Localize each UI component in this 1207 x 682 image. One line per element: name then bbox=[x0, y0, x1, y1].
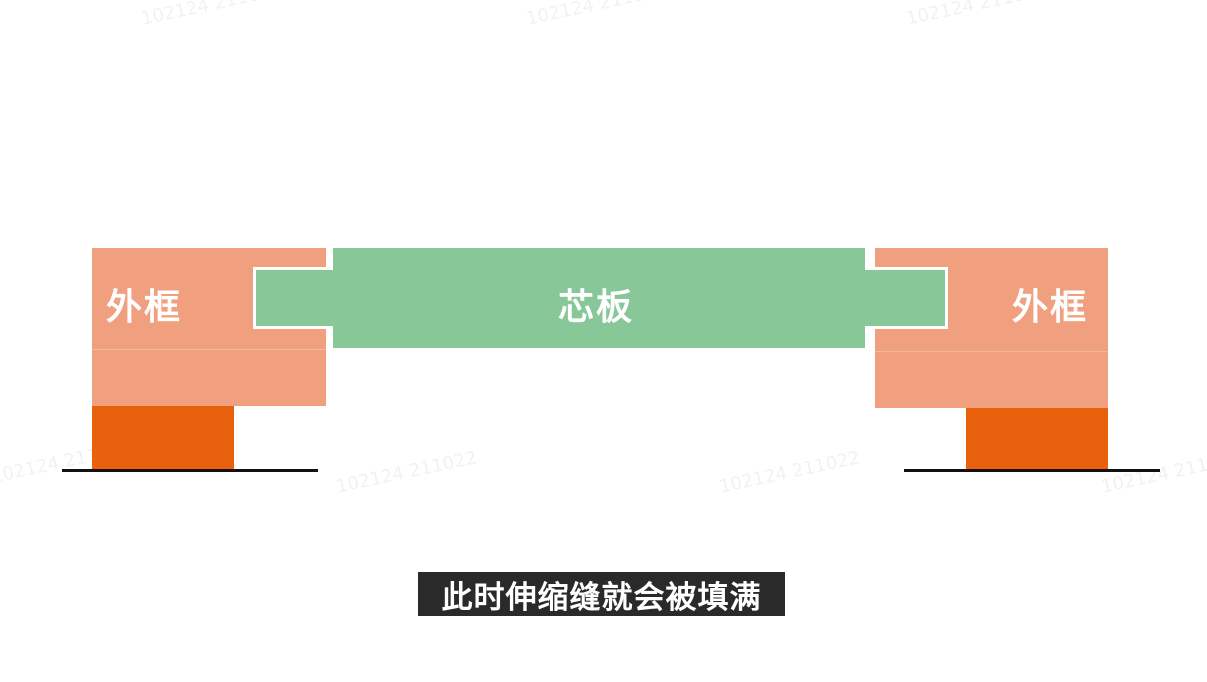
right-frame-label: 外框 bbox=[1012, 287, 1089, 328]
right-base-block bbox=[966, 408, 1108, 469]
left-frame-label: 外框 bbox=[106, 287, 183, 328]
core-panel bbox=[333, 248, 865, 348]
watermark: 102124 211022 bbox=[139, 0, 284, 30]
subtitle-caption: 此时伸缩缝就会被填满 bbox=[418, 572, 785, 616]
right-ground-line bbox=[904, 469, 1160, 472]
watermark: 102124 211022 bbox=[334, 447, 479, 498]
core-panel-label: 芯板 bbox=[558, 287, 635, 328]
watermark: 102124 211022 bbox=[1099, 447, 1207, 498]
left-base-block bbox=[92, 406, 234, 469]
watermark: 102124 211022 bbox=[904, 0, 1049, 30]
watermark: 102124 211022 bbox=[524, 0, 669, 30]
watermark: 102124 211022 bbox=[717, 447, 862, 498]
left-ground-line bbox=[62, 469, 318, 472]
